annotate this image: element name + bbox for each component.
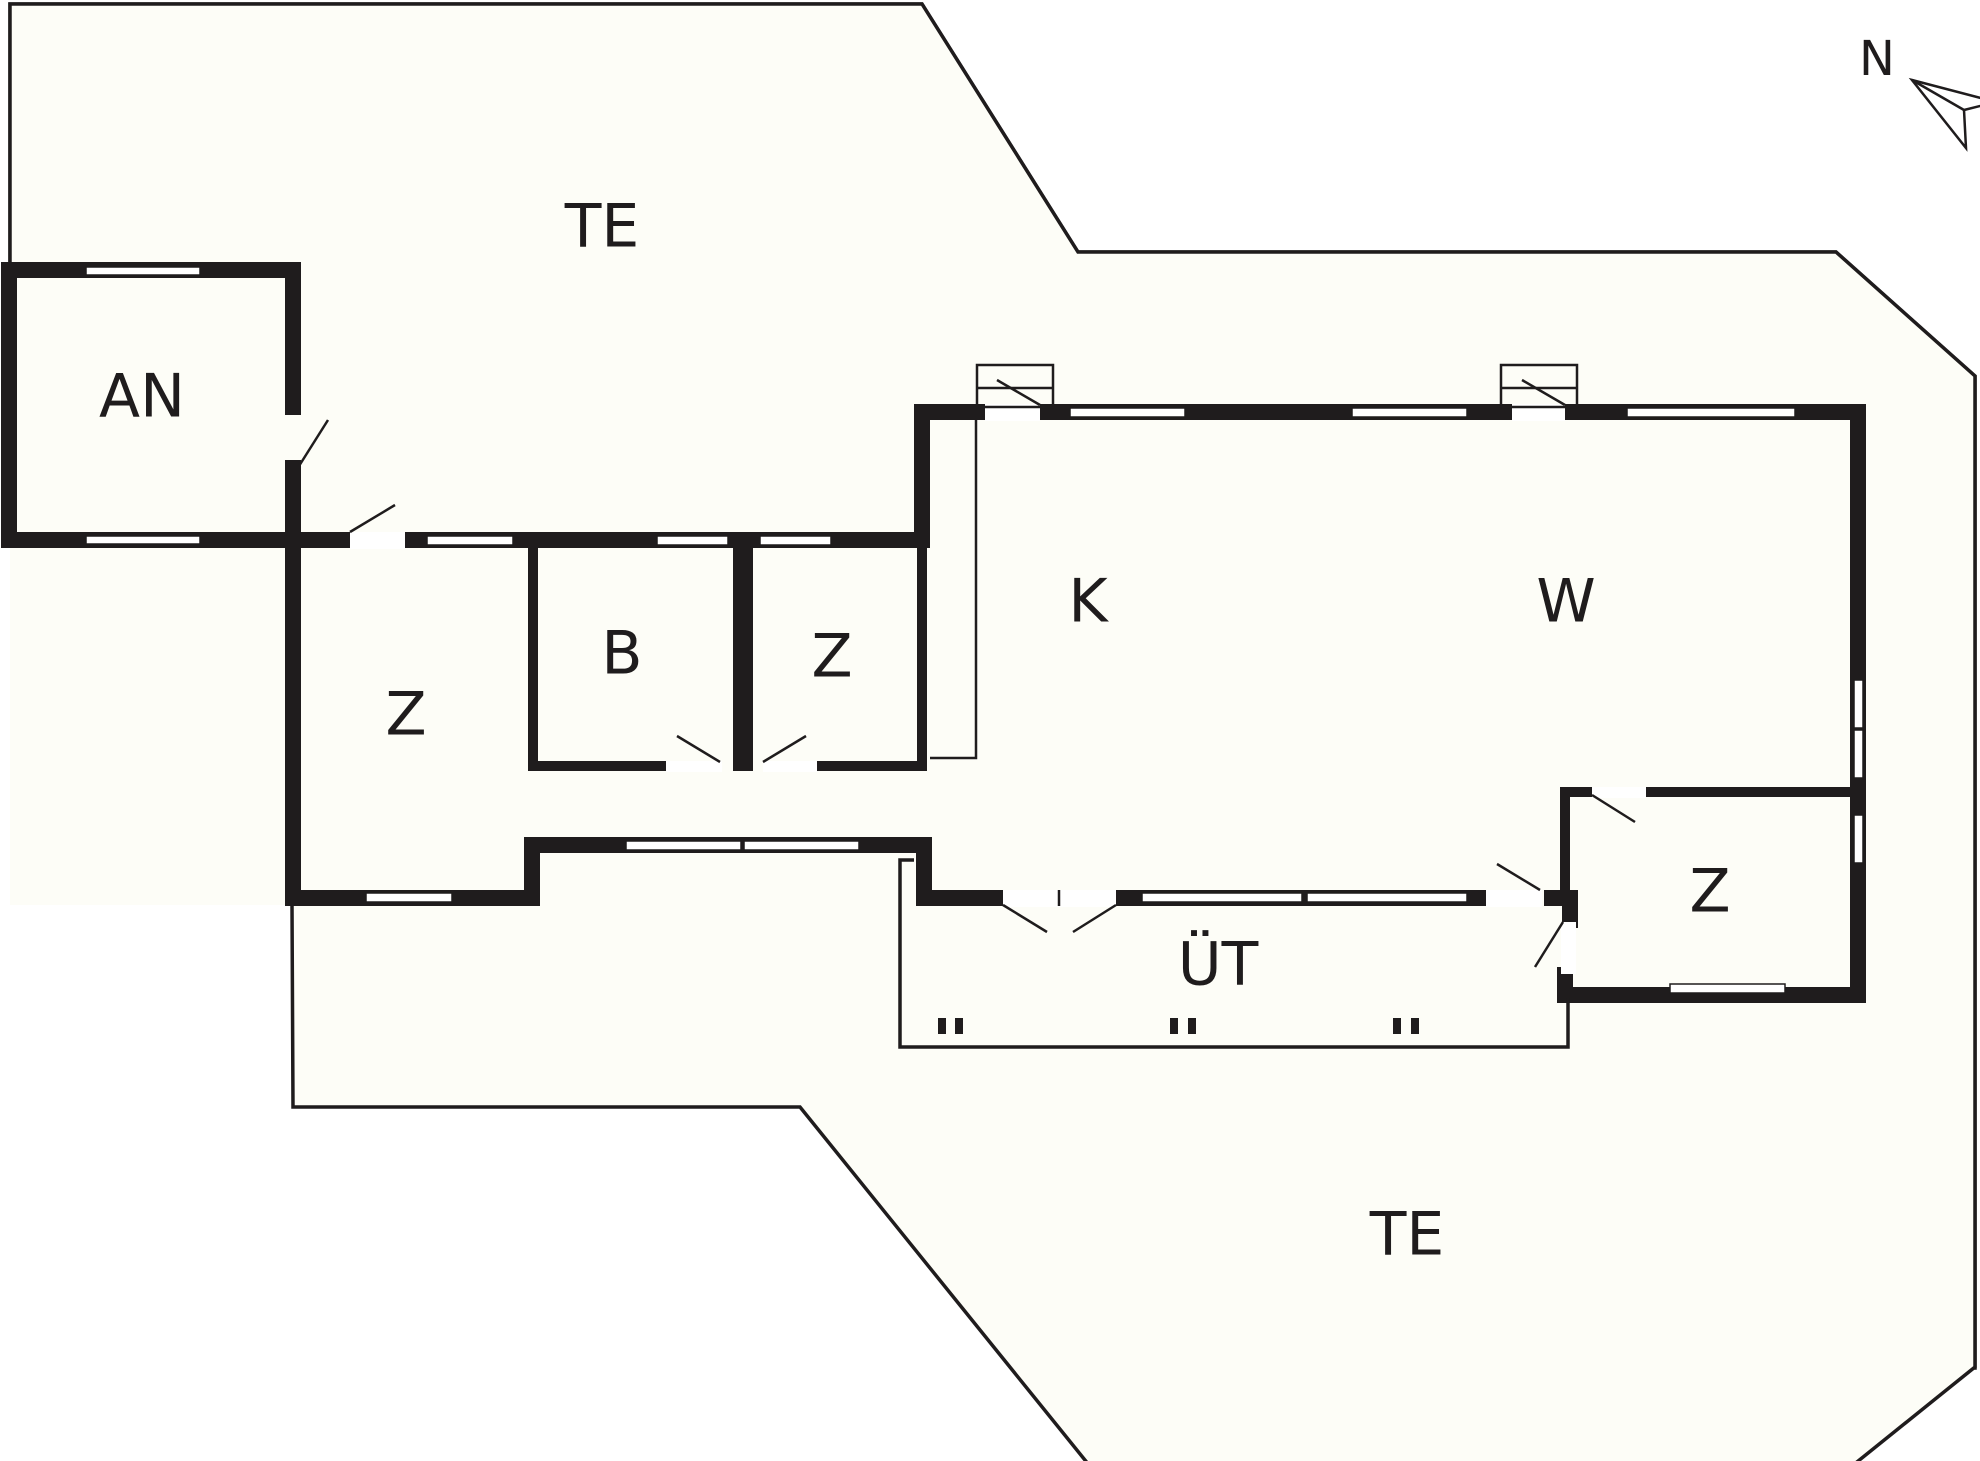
window: [1853, 679, 1864, 729]
door-swing: [1521, 378, 1566, 407]
window: [1669, 983, 1786, 994]
door-swing: [1533, 921, 1565, 968]
door-gap: [1592, 787, 1646, 798]
terrace-floor: [10, 4, 1975, 1461]
room-label-room-middle: Z: [811, 622, 852, 692]
vent-box: [1499, 363, 1579, 409]
terrace-outline: [8, 2, 1977, 1461]
window: [625, 840, 742, 851]
north-arrow-icon: [1908, 77, 1980, 152]
window: [1351, 407, 1468, 418]
door-gap: [666, 761, 722, 772]
vent-box: [975, 363, 1055, 409]
post: [1170, 1018, 1178, 1034]
window: [1853, 729, 1864, 779]
door-swing: [1072, 903, 1117, 934]
door-swing: [1002, 903, 1048, 934]
room-label-room-east: Z: [1689, 857, 1730, 927]
kitchen-counter: [930, 420, 978, 760]
annex-wall: [1, 262, 301, 548]
window: [1626, 407, 1796, 418]
door-swing: [676, 734, 721, 764]
post: [1411, 1018, 1419, 1034]
room-label-living: W: [1536, 567, 1595, 637]
room-label-annex: AN: [99, 362, 185, 432]
door-swing: [762, 734, 807, 764]
interior-wall-bath: [528, 540, 671, 771]
room-label-bath: B: [601, 619, 642, 689]
door-gap: [763, 761, 817, 772]
terrace-south-outline: [290, 904, 1088, 1461]
post: [1393, 1018, 1401, 1034]
door-gap: [1486, 890, 1542, 907]
post: [1188, 1018, 1196, 1034]
window: [1306, 892, 1468, 903]
annex-door-swing: [297, 419, 330, 467]
room-label-terrace-north: TE: [564, 192, 640, 262]
window: [743, 840, 860, 851]
window: [759, 535, 832, 546]
room-label-covered-terrace: ÜT: [1178, 929, 1259, 1000]
compass-label: N: [1859, 31, 1895, 87]
interior-wall-room-east: [1560, 787, 1595, 905]
door-gap: [350, 532, 405, 549]
annex-window-bottom: [85, 535, 201, 545]
room-label-room-west: Z: [385, 680, 426, 750]
door-swing: [349, 503, 396, 534]
door-swing: [996, 378, 1041, 407]
covered-terrace-outline: [898, 858, 1570, 1049]
door-swing: [1591, 793, 1636, 824]
room-label-kitchen: K: [1068, 567, 1109, 637]
post: [938, 1018, 946, 1034]
window: [1853, 814, 1864, 864]
window: [1141, 892, 1303, 903]
compass: N: [1859, 31, 1980, 152]
annex-window-top: [85, 266, 201, 276]
window: [426, 535, 514, 546]
door-swing: [1496, 862, 1541, 892]
interior-wall-room-middle: [813, 540, 927, 771]
post: [955, 1018, 963, 1034]
room-label-terrace-south: TE: [1369, 1200, 1445, 1270]
window: [365, 892, 453, 903]
door-gap: [1561, 922, 1576, 974]
window: [1069, 407, 1186, 418]
window: [656, 535, 729, 546]
house-wall-west: [285, 532, 1008, 906]
